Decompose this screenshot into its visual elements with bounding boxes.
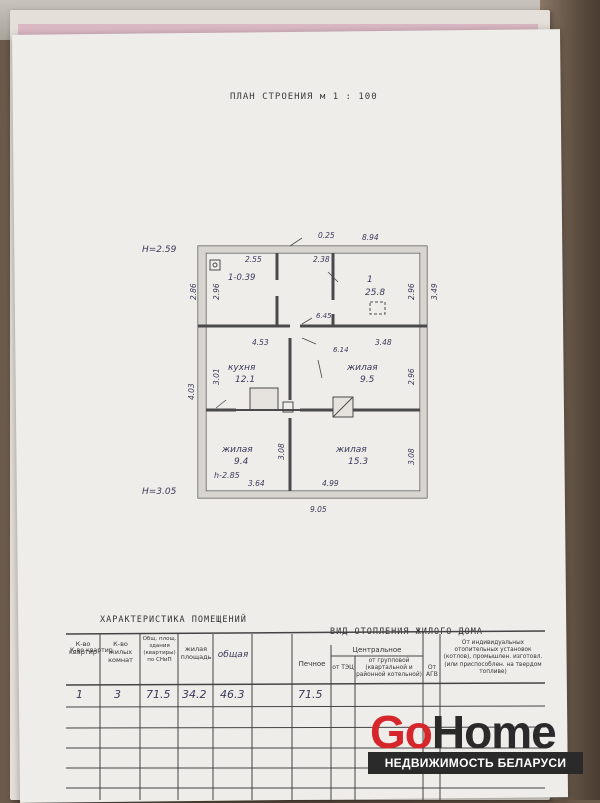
value-apartments: 1: [76, 688, 83, 701]
dimension-label: 4.53: [252, 338, 269, 347]
value-total: 46.3: [220, 688, 245, 701]
column-header-tec: от ТЭЦ: [332, 664, 354, 671]
dimension-label: 2.96: [212, 283, 221, 300]
dimension-label: 2.38: [313, 255, 330, 264]
value-stove: 71.5: [298, 688, 323, 701]
dimension-label: 8.94: [362, 233, 379, 242]
column-header-group-boiler: от групповой (квартальной и районной кот…: [356, 658, 422, 678]
elevation-bottom: Н=3.05: [142, 487, 177, 497]
elevation-top: Н=2.59: [142, 245, 177, 255]
dimension-label: 2.55: [245, 255, 262, 264]
column-header-stove: Печное: [298, 660, 326, 668]
room-name: жилая: [335, 445, 367, 455]
room-area: 25.8: [365, 288, 385, 298]
column-header-agv: От АГВ: [426, 664, 438, 678]
dimension-label: 4.99: [322, 479, 339, 488]
dimension-label: 6.14: [333, 346, 349, 354]
column-header-total-area-snip: Общ. площ. здания (квартиры) по СНиП: [142, 636, 177, 663]
value-total-area-snip: 71.5: [146, 688, 171, 701]
logo-wordmark: GoHome: [370, 702, 557, 762]
column-header-living-area: жилая площадь: [180, 645, 212, 661]
dimension-label: 3.49: [430, 283, 439, 300]
room-area: 15.3: [348, 457, 368, 467]
logo-go: Go: [370, 706, 433, 758]
value-rooms: 3: [114, 688, 121, 701]
room-area: 12.1: [235, 375, 255, 385]
room-name: кухня: [228, 363, 256, 373]
dimension-label: 4.03: [187, 383, 196, 400]
dimension-label: 2.96: [407, 368, 416, 385]
document-title: ПЛАН СТРОЕНИЯ м 1 : 100: [230, 92, 378, 102]
column-header-central: Центральное: [352, 646, 402, 654]
dimension-label: 3.08: [407, 448, 416, 465]
room-area: 1-0.39: [228, 273, 255, 283]
column-header-total: общая: [217, 650, 249, 660]
value-living-area: 34.2: [182, 688, 207, 701]
room-area: 9.5: [360, 375, 375, 385]
dimension-label: 9.05: [310, 505, 327, 514]
dimension-label: 0.25: [318, 231, 335, 240]
dimension-label: 2.96: [407, 283, 416, 300]
dimension-label: 6.45: [316, 312, 332, 320]
dimension-label: 3.08: [277, 443, 286, 460]
column-header-individual: От индивидуальных отопительных установок…: [443, 640, 543, 675]
logo-home: Home: [431, 706, 557, 758]
gohome-logo: GoHome НЕДВИЖИМОСТЬ БЕЛАРУСИ: [360, 702, 590, 782]
dimension-label: 3.01: [212, 368, 221, 385]
dimension-label: 3.48: [375, 338, 392, 347]
ceiling-height: h-2.85: [214, 471, 240, 480]
room-name: жилая: [346, 363, 378, 373]
column-header-apartments: К-во квартир: [68, 640, 97, 656]
column-header: К-во квартир: [70, 647, 113, 654]
dimension-label: 2.86: [189, 283, 198, 300]
room-name: жилая: [221, 445, 253, 455]
logo-tagline: НЕДВИЖИМОСТЬ БЕЛАРУСИ: [368, 752, 583, 774]
dimension-label: 3.64: [248, 479, 265, 488]
room-name: 1: [367, 275, 373, 285]
column-header-rooms: К-во жилых комнат: [108, 640, 133, 664]
room-area: 9.4: [234, 457, 249, 467]
table-heading-rooms: ХАРАКТЕРИСТИКА ПОМЕЩЕНИЙ: [100, 615, 247, 625]
